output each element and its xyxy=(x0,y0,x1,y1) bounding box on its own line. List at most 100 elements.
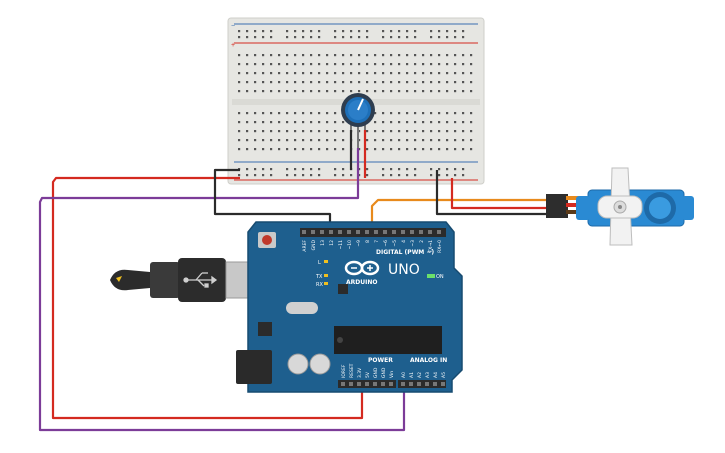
terminal-hole[interactable] xyxy=(454,72,457,75)
rail-hole[interactable] xyxy=(390,168,393,171)
terminal-hole[interactable] xyxy=(318,63,321,66)
terminal-hole[interactable] xyxy=(294,139,297,142)
rail-hole[interactable] xyxy=(254,30,257,33)
terminal-hole[interactable] xyxy=(398,121,401,124)
rail-hole[interactable] xyxy=(350,174,353,177)
terminal-hole[interactable] xyxy=(238,139,241,142)
terminal-hole[interactable] xyxy=(294,72,297,75)
rail-hole[interactable] xyxy=(254,174,257,177)
rail-hole[interactable] xyxy=(390,174,393,177)
terminal-hole[interactable] xyxy=(318,54,321,57)
terminal-hole[interactable] xyxy=(358,63,361,66)
terminal-hole[interactable] xyxy=(406,72,409,75)
terminal-hole[interactable] xyxy=(286,130,289,133)
terminal-hole[interactable] xyxy=(366,148,369,151)
terminal-hole[interactable] xyxy=(438,121,441,124)
terminal-hole[interactable] xyxy=(326,90,329,93)
digital-pin-hole[interactable] xyxy=(329,230,333,234)
power-pin-hole[interactable] xyxy=(373,382,377,386)
rail-hole[interactable] xyxy=(350,30,353,33)
terminal-hole[interactable] xyxy=(286,148,289,151)
terminal-hole[interactable] xyxy=(358,139,361,142)
terminal-hole[interactable] xyxy=(406,112,409,115)
terminal-hole[interactable] xyxy=(246,72,249,75)
digital-pin-hole[interactable] xyxy=(356,230,360,234)
rail-hole[interactable] xyxy=(342,36,345,39)
terminal-hole[interactable] xyxy=(326,148,329,151)
rail-hole[interactable] xyxy=(254,36,257,39)
terminal-hole[interactable] xyxy=(294,130,297,133)
terminal-hole[interactable] xyxy=(254,148,257,151)
terminal-hole[interactable] xyxy=(454,130,457,133)
terminal-hole[interactable] xyxy=(318,121,321,124)
power-pin-hole[interactable] xyxy=(381,382,385,386)
terminal-hole[interactable] xyxy=(270,139,273,142)
terminal-hole[interactable] xyxy=(422,121,425,124)
rail-hole[interactable] xyxy=(366,30,369,33)
terminal-hole[interactable] xyxy=(246,121,249,124)
terminal-hole[interactable] xyxy=(382,54,385,57)
terminal-hole[interactable] xyxy=(382,121,385,124)
terminal-hole[interactable] xyxy=(286,121,289,124)
rail-hole[interactable] xyxy=(358,36,361,39)
terminal-hole[interactable] xyxy=(366,130,369,133)
rail-hole[interactable] xyxy=(246,30,249,33)
terminal-hole[interactable] xyxy=(374,130,377,133)
terminal-hole[interactable] xyxy=(446,81,449,84)
terminal-hole[interactable] xyxy=(390,63,393,66)
rail-hole[interactable] xyxy=(382,168,385,171)
terminal-hole[interactable] xyxy=(446,72,449,75)
terminal-hole[interactable] xyxy=(422,90,425,93)
terminal-hole[interactable] xyxy=(278,139,281,142)
rail-hole[interactable] xyxy=(246,168,249,171)
rail-hole[interactable] xyxy=(254,168,257,171)
terminal-hole[interactable] xyxy=(374,90,377,93)
terminal-hole[interactable] xyxy=(254,81,257,84)
analog-pin-hole[interactable] xyxy=(417,382,421,386)
terminal-hole[interactable] xyxy=(462,121,465,124)
terminal-hole[interactable] xyxy=(294,54,297,57)
terminal-hole[interactable] xyxy=(286,81,289,84)
terminal-hole[interactable] xyxy=(374,63,377,66)
rail-hole[interactable] xyxy=(270,30,273,33)
terminal-hole[interactable] xyxy=(334,63,337,66)
rail-hole[interactable] xyxy=(430,30,433,33)
terminal-hole[interactable] xyxy=(326,81,329,84)
rail-hole[interactable] xyxy=(262,30,265,33)
rail-hole[interactable] xyxy=(438,30,441,33)
power-pin-hole[interactable] xyxy=(389,382,393,386)
terminal-hole[interactable] xyxy=(398,139,401,142)
rail-hole[interactable] xyxy=(382,36,385,39)
terminal-hole[interactable] xyxy=(254,63,257,66)
terminal-hole[interactable] xyxy=(278,112,281,115)
terminal-hole[interactable] xyxy=(414,63,417,66)
terminal-hole[interactable] xyxy=(342,130,345,133)
terminal-hole[interactable] xyxy=(254,112,257,115)
rail-hole[interactable] xyxy=(334,36,337,39)
rail-hole[interactable] xyxy=(318,30,321,33)
terminal-hole[interactable] xyxy=(366,72,369,75)
terminal-hole[interactable] xyxy=(470,148,473,151)
terminal-hole[interactable] xyxy=(406,63,409,66)
terminal-hole[interactable] xyxy=(246,130,249,133)
rail-hole[interactable] xyxy=(462,30,465,33)
terminal-hole[interactable] xyxy=(254,139,257,142)
rail-hole[interactable] xyxy=(238,36,241,39)
terminal-hole[interactable] xyxy=(302,63,305,66)
rail-hole[interactable] xyxy=(446,36,449,39)
rail-hole[interactable] xyxy=(302,30,305,33)
terminal-hole[interactable] xyxy=(262,139,265,142)
terminal-hole[interactable] xyxy=(238,121,241,124)
terminal-hole[interactable] xyxy=(454,121,457,124)
terminal-hole[interactable] xyxy=(398,63,401,66)
rail-hole[interactable] xyxy=(358,30,361,33)
digital-pin-hole[interactable] xyxy=(311,230,315,234)
terminal-hole[interactable] xyxy=(318,139,321,142)
rail-hole[interactable] xyxy=(366,168,369,171)
terminal-hole[interactable] xyxy=(382,90,385,93)
rail-hole[interactable] xyxy=(414,36,417,39)
power-pin-hole[interactable] xyxy=(365,382,369,386)
terminal-hole[interactable] xyxy=(278,130,281,133)
terminal-hole[interactable] xyxy=(326,72,329,75)
terminal-hole[interactable] xyxy=(326,130,329,133)
